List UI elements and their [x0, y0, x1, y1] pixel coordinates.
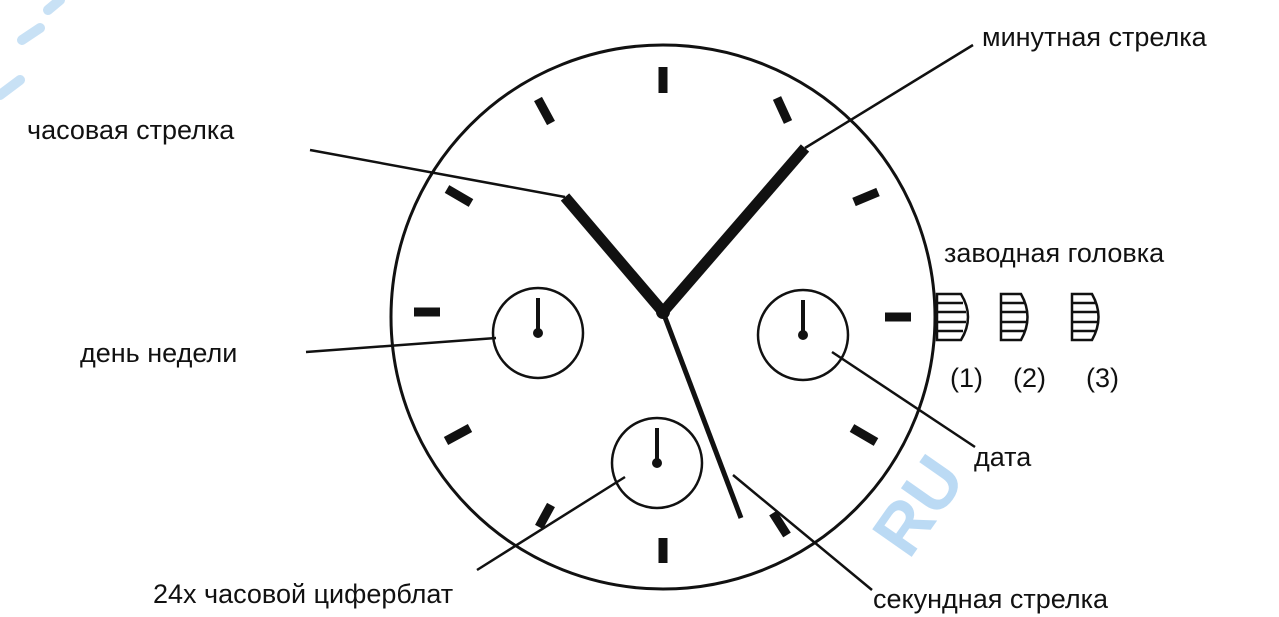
hour-marker-4 [852, 428, 876, 442]
crown-position-2-icon [1001, 294, 1028, 340]
crown-position-2-label: (2) [1013, 363, 1046, 393]
minute-hand [663, 148, 805, 312]
leader-day-of-week [306, 338, 496, 352]
hour-marker-8 [446, 428, 470, 441]
subdial-day-of-week [493, 288, 583, 378]
center-pin [656, 305, 670, 319]
leader-hour-hand [310, 150, 565, 197]
crown-position-1-label: (1) [950, 363, 983, 393]
label-crown: заводная головка [944, 238, 1165, 268]
watermark-text: RU [857, 442, 979, 570]
watermark-fragment-top-left [0, 0, 60, 95]
label-hour-hand: часовая стрелка [27, 115, 235, 145]
hour-marker-2 [854, 192, 878, 202]
label-day-of-week: день недели [80, 338, 237, 368]
hour-marker-11 [538, 99, 551, 123]
hour-marker-5 [773, 513, 787, 535]
crown-position-1-icon [937, 294, 968, 340]
label-date: дата [974, 442, 1032, 472]
hour-marker-10 [447, 189, 471, 203]
subdial-24h [612, 418, 702, 508]
crown-position-3-label: (3) [1086, 363, 1119, 393]
leader-24h [477, 477, 625, 570]
leader-minute-hand [805, 45, 973, 148]
hour-hand [565, 197, 663, 312]
crown-position-3-icon [1072, 294, 1099, 340]
label-minute-hand: минутная стрелка [982, 22, 1208, 52]
hour-marker-1 [777, 98, 788, 122]
label-second-hand: секундная стрелка [873, 584, 1109, 614]
subdial-date [758, 290, 848, 380]
label-24h-dial: 24х часовой циферблат [153, 579, 453, 609]
